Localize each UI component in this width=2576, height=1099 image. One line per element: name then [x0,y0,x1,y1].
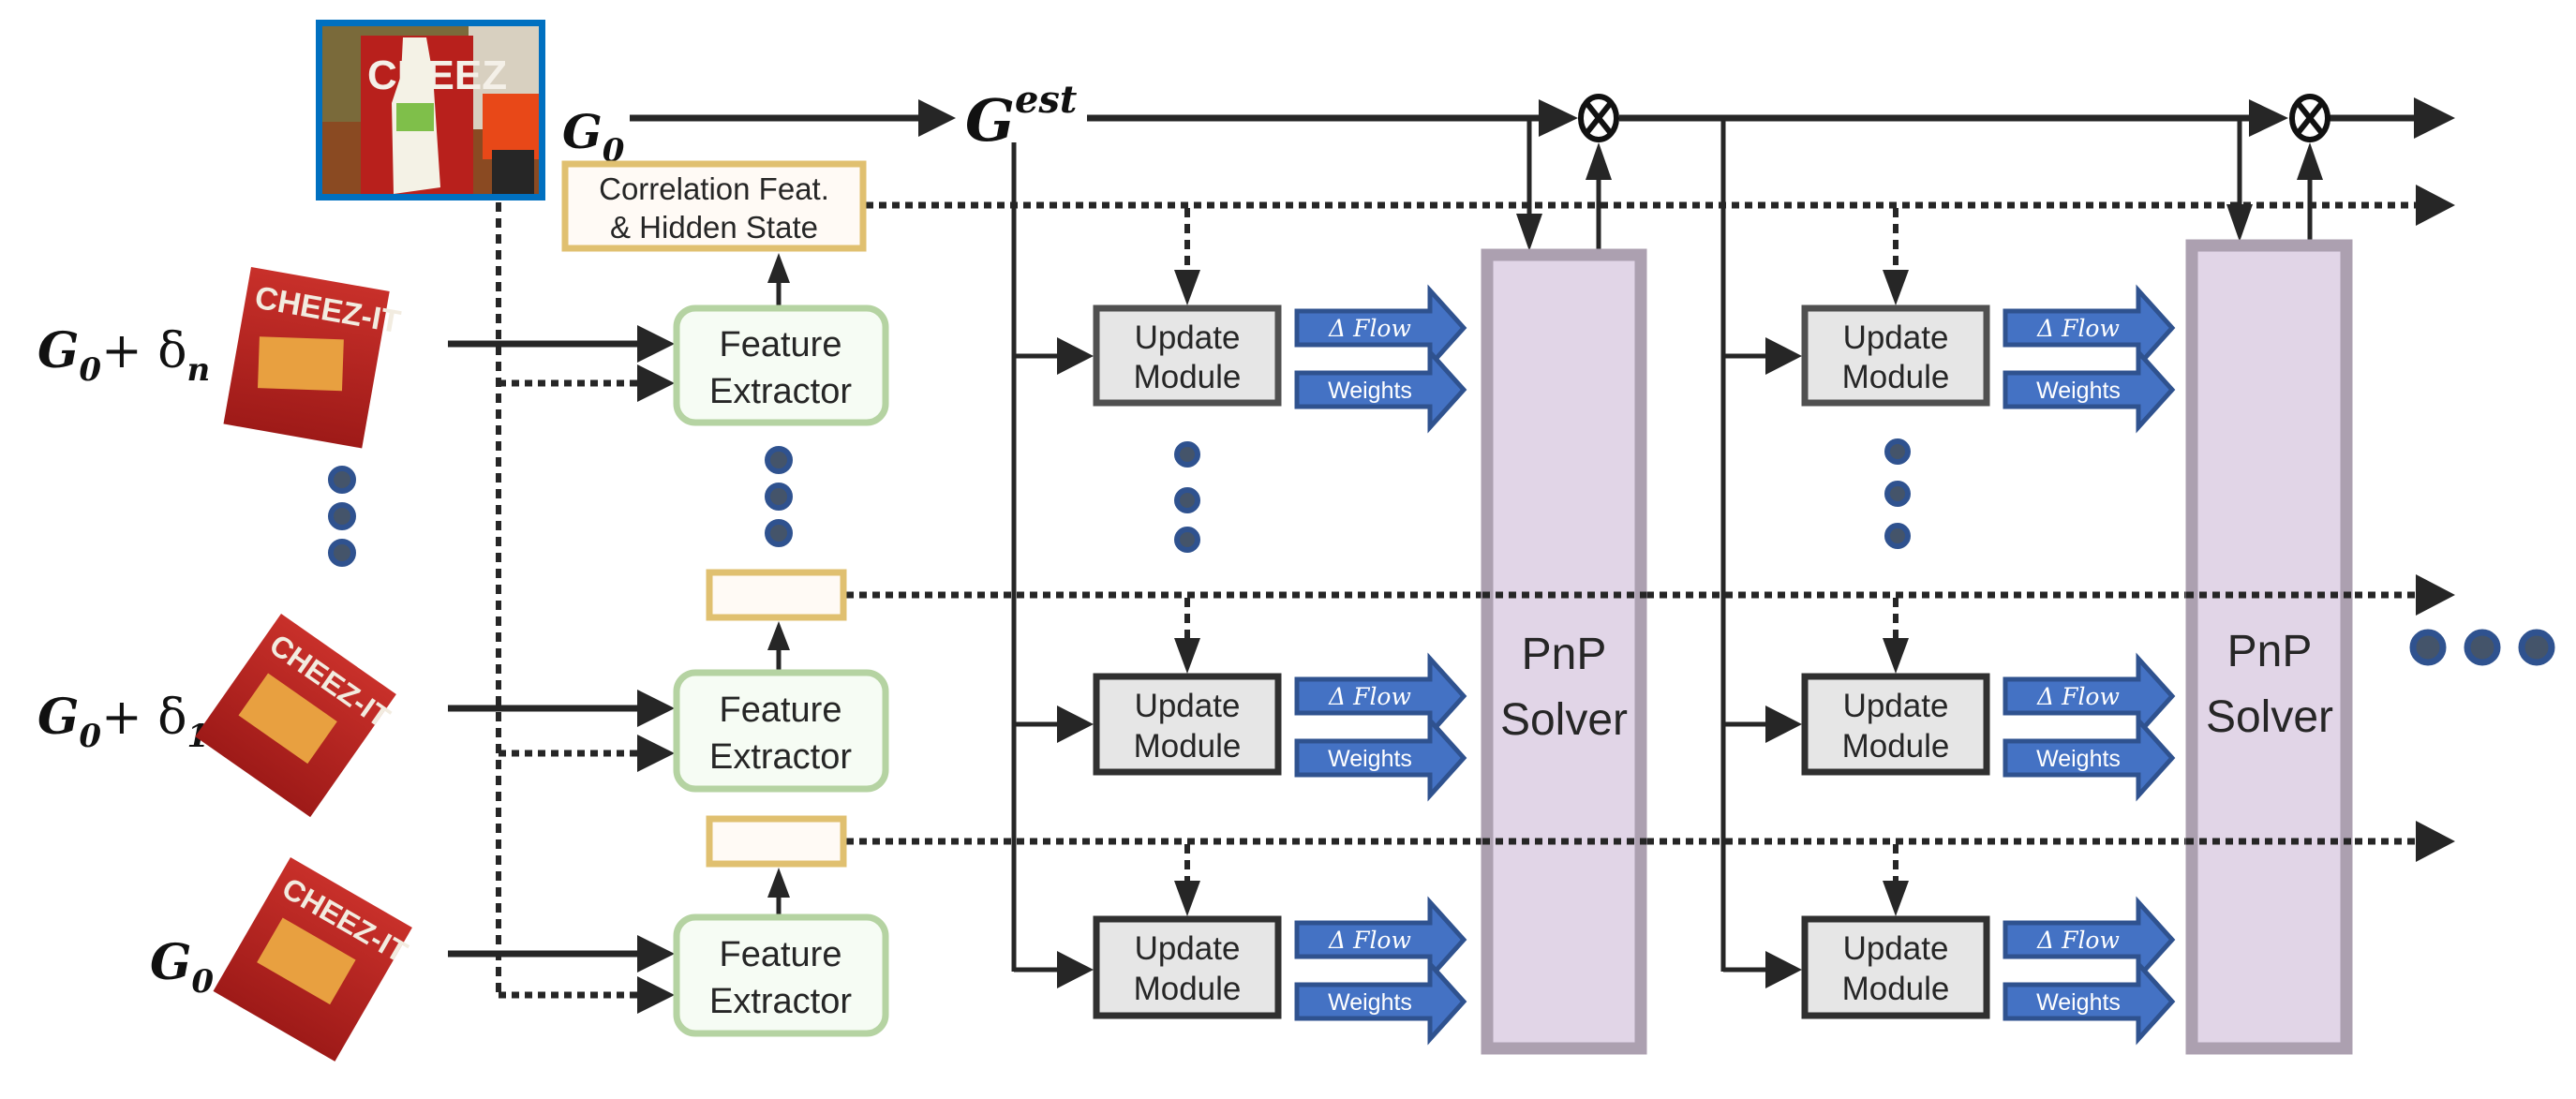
delta-flow-arrow-icon [2003,652,2176,740]
delta-flow-label: Δ Flow [1328,683,1411,710]
svg-text:Update: Update [1135,319,1241,356]
input-label-n: G0+ δn [37,322,210,389]
arrowhead-icon [1539,99,1578,137]
arrowhead-icon [1516,214,1542,251]
svg-text:Feature: Feature [720,691,842,730]
arrowhead-icon [2414,97,2455,139]
arrowhead-icon [2416,185,2455,226]
arrowhead-icon [2416,821,2455,862]
delta-flow-label: Δ Flow [1328,927,1411,954]
svg-text:Extractor: Extractor [709,372,852,411]
svg-text:PnP: PnP [1522,630,1607,679]
arrowhead-icon [2297,142,2323,180]
svg-text:Correlation Feat.: Correlation Feat. [599,171,829,206]
arrowhead-icon [2226,204,2253,242]
feature-extractor-0: Feature Extractor [673,913,889,1037]
weights-arrow-icon [1294,714,1467,802]
delta-flow-arrow-icon [1294,652,1467,740]
weights-arrow-icon [1294,958,1467,1046]
weights-label: Weights [2036,746,2121,772]
input-row-n: G0+ δn CHEEZ-IT [37,267,675,449]
arrowhead-icon [1586,142,1612,180]
svg-text:& Hidden State: & Hidden State [610,210,818,245]
svg-text:Update: Update [1843,688,1949,724]
svg-text:Gest: Gest [965,78,1078,155]
cheezit-render-n: CHEEZ-IT [223,267,403,449]
svg-text:Extractor: Extractor [709,737,852,777]
svg-text:Update: Update [1843,319,1949,356]
ellipsis-dots-inputs [328,466,356,567]
feature-extractor-n: Feature Extractor [673,304,889,426]
pnp-solver-2: PnP Solver [2185,239,2353,1055]
arrowhead-icon [918,99,956,137]
input-label-0: G0 [150,934,214,1001]
svg-text:Module: Module [1134,359,1242,395]
hidden-state-box-0 [706,815,847,868]
delta-flow-arrow-icon [2003,896,2176,984]
weights-label: Weights [2036,378,2121,404]
weights-arrow-icon [2003,958,2176,1046]
feature-extractor-1: Feature Extractor [673,669,889,793]
svg-text:CHEEZ: CHEEZ [367,52,507,98]
svg-text:G0: G0 [562,104,625,170]
delta-flow-label: Δ Flow [1328,315,1411,342]
delta-flow-arrow-icon [2003,284,2176,372]
cheezit-render-1: CHEEZ-IT [195,614,396,818]
svg-text:PnP: PnP [2227,627,2313,676]
update-module-s1-1: Update Module [1057,673,1282,776]
ellipsis-dots-extractors [765,446,793,547]
arrowhead-icon [2249,99,2288,137]
ellipsis-dots-update-s1 [1174,441,1200,553]
input-row-1: G0+ δ1 CHEEZ-IT [37,614,675,818]
multiply-node-1 [1578,94,1619,142]
svg-text:Module: Module [1842,971,1950,1007]
correlation-feature-box: Correlation Feat. & Hidden State [561,160,867,252]
weights-label: Weights [1328,989,1412,1016]
weights-arrow-icon [2003,714,2176,802]
input-label-1: G0+ δ1 [37,689,209,755]
hidden-state-box-1 [706,569,847,621]
weights-label: Weights [1328,746,1412,772]
svg-text:Module: Module [1842,359,1950,395]
svg-text:Module: Module [1134,728,1242,765]
pnp-solver-1: PnP Solver [1481,248,1647,1055]
cheezit-render-0: CHEEZ-IT [213,857,413,1062]
update-module-s2-1: Update Module [1765,673,1990,776]
svg-text:Update: Update [1135,688,1241,724]
svg-text:Module: Module [1134,971,1242,1007]
weights-label: Weights [2036,989,2121,1016]
svg-text:Feature: Feature [720,935,842,974]
g0-top-label: G0 [562,104,625,170]
update-module-s1-n: Update Module [1057,304,1282,407]
delta-flow-arrow-icon [1294,284,1467,372]
scene-image: CHEEZ [316,20,545,200]
ellipsis-dots-continue [2409,629,2555,666]
multiply-node-2 [2289,94,2330,142]
weights-arrow-icon [2003,346,2176,434]
weights-arrow-icon [1294,346,1467,434]
gest-label: Gest [965,78,1078,155]
input-row-0: G0 CHEEZ-IT [150,857,675,1062]
svg-text:Solver: Solver [1500,695,1628,745]
update-module-s2-0: Update Module [1765,915,1990,1019]
fe-to-state-arrows [767,253,790,914]
svg-text:Feature: Feature [720,325,842,364]
delta-flow-arrow-icon [1294,896,1467,984]
update-module-s1-0: Update Module [1057,915,1282,1019]
svg-text:Update: Update [1843,930,1949,967]
svg-text:Solver: Solver [2206,692,2333,742]
svg-text:Extractor: Extractor [709,982,852,1021]
delta-flow-label: Δ Flow [2036,927,2120,954]
hidden-state-drops [1174,208,1909,916]
delta-flow-label: Δ Flow [2036,315,2120,342]
svg-text:Module: Module [1842,728,1950,765]
update-module-s2-n: Update Module [1765,304,1990,407]
arrowhead-icon [2416,574,2455,616]
ellipsis-dots-update-s2 [1884,438,1911,549]
delta-flow-label: Δ Flow [2036,683,2120,710]
svg-text:Update: Update [1135,930,1241,967]
weights-label: Weights [1328,378,1412,404]
